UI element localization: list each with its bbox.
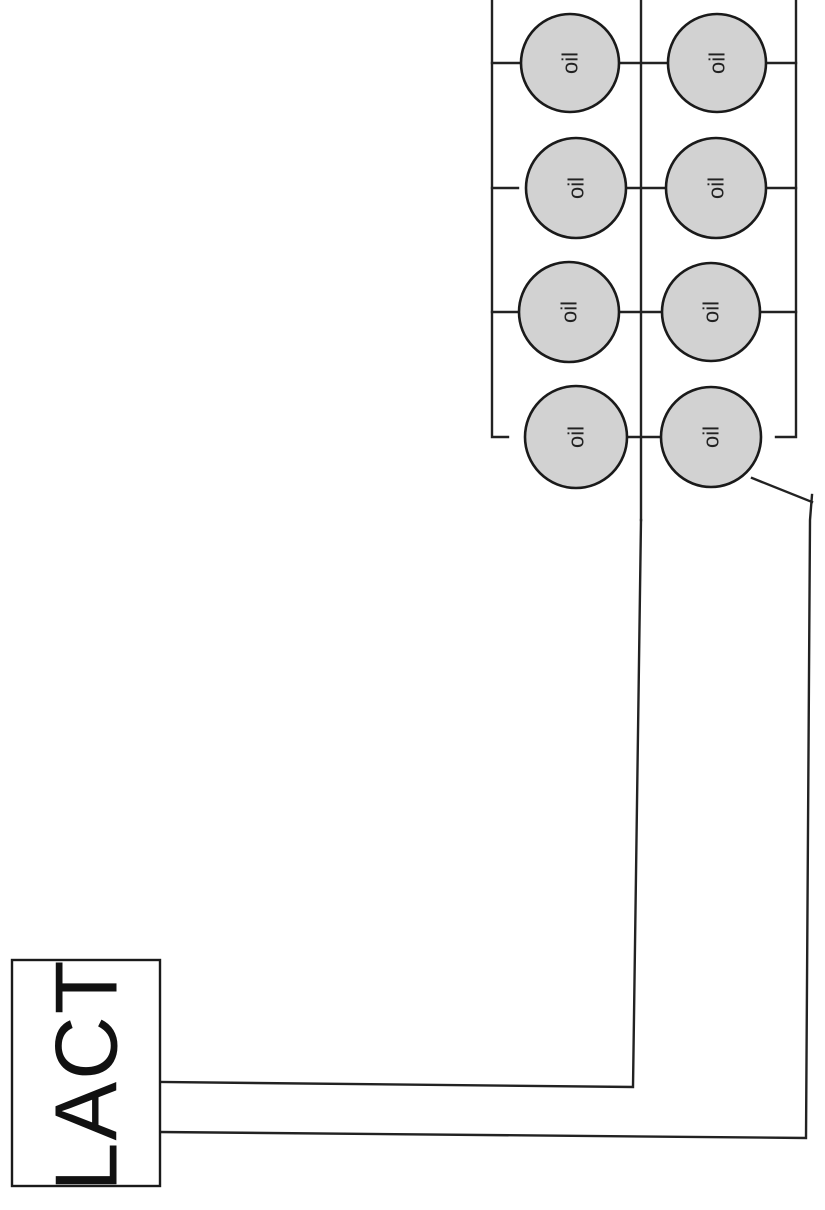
oil-tank: oil [666,12,768,114]
oil-tank: oil [523,384,629,490]
lact-label: LACT [37,959,136,1192]
oil-tank: oil [664,136,768,240]
oil-tank: oil [524,136,628,240]
tank-grid: oil oil oil oil oil oil oil oil [517,12,768,490]
tank-label: oil [557,301,582,323]
lact-unit: LACT [10,958,162,1192]
piping [158,0,814,1140]
tank-outlet-pipe [750,476,814,504]
oil-tank: oil [660,261,762,363]
tank-label: oil [558,52,583,74]
tank-label: oil [564,177,589,199]
oil-tank: oil [517,260,621,364]
right-header-pipe [774,0,798,439]
left-header-pipe [490,0,510,439]
supply-line-to-lact [158,518,643,1089]
tank-label: oil [699,301,724,323]
return-line-to-lact [158,493,814,1140]
oil-tank: oil [659,385,763,489]
oil-tank: oil [519,12,621,114]
tank-label: oil [699,426,724,448]
lact-box [10,958,162,1188]
tank-label: oil [705,52,730,74]
tank-label: oil [564,426,589,448]
tank-label: oil [704,177,729,199]
